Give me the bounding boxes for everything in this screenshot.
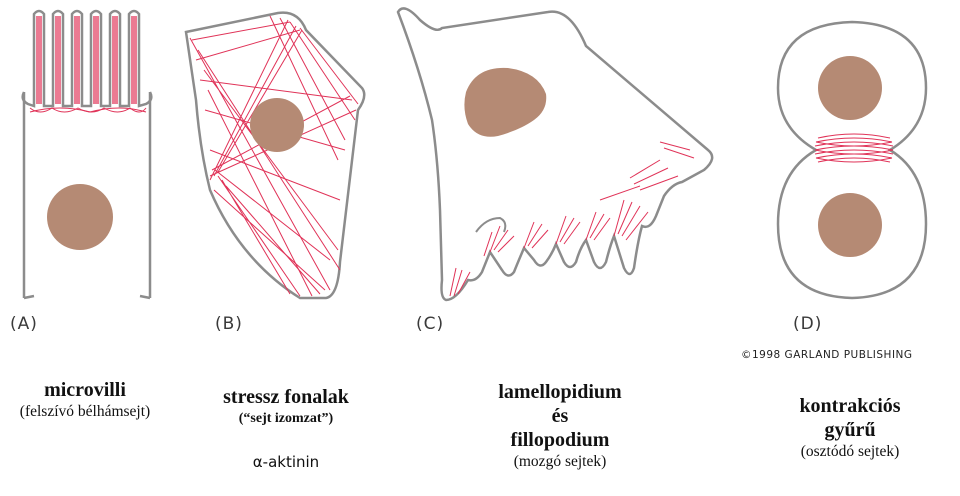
contractile-ring	[814, 133, 894, 163]
caption-b-title: stressz fonalak	[223, 386, 349, 408]
motile-cell-inner-fold	[475, 216, 507, 233]
caption-d-title-2: gyűrű	[824, 419, 876, 441]
caption-d-subtitle: (osztódó sejtek)	[800, 443, 900, 460]
caption-c-subtitle: (mozgó sejtek)	[513, 453, 607, 470]
panel-a-label: (A)	[10, 314, 38, 334]
dividing-cell-outline	[776, 20, 928, 300]
caption-d-title-1: kontrakciós	[799, 395, 901, 417]
microvilli-cell	[21, 9, 153, 300]
dividing-nucleus-bottom	[818, 193, 882, 257]
motile-cell	[396, 7, 714, 302]
panel-d-label: (D)	[793, 314, 823, 334]
filopodia-actin	[449, 141, 695, 297]
dividing-nucleus-top	[818, 56, 882, 120]
caption-c-title-2: és	[551, 405, 569, 427]
caption-a-title: microvilli	[44, 379, 126, 401]
motile-nucleus	[464, 67, 547, 137]
microvilli-nucleus	[47, 184, 113, 250]
caption-c-title-3: fillopodium	[510, 429, 610, 451]
microvilli-cell-outline	[22, 92, 152, 300]
caption-b-subtitle: (“sejt izomzat”)	[238, 411, 334, 426]
stress-fiber-cell-outline	[184, 11, 366, 300]
microvilli-outline	[21, 9, 153, 108]
dividing-cell	[776, 20, 928, 300]
stress-fiber-nucleus	[250, 98, 304, 152]
motile-cell-outline	[396, 7, 714, 302]
caption-a: microvilli (felszívó bélhámsejt)	[0, 378, 170, 422]
panel-b-label: (B)	[215, 314, 243, 334]
caption-c-title-1: lamellopidium	[498, 381, 622, 403]
microvilli-actin-bundles	[29, 16, 147, 113]
caption-a-subtitle: (felszívó bélhámsejt)	[19, 403, 151, 420]
copyright-notice: ©1998 GARLAND PUBLISHING	[741, 349, 913, 361]
panel-c-label: (C)	[416, 314, 445, 334]
caption-d: kontrakciós gyűrű (osztódó sejtek)	[760, 394, 940, 462]
stress-fiber-cell	[184, 11, 366, 300]
caption-b: stressz fonalak (“sejt izomzat”) α-aktin…	[198, 385, 374, 471]
caption-b-extra: α-aktinin	[252, 453, 320, 471]
caption-c: lamellopidium és fillopodium (mozgó sejt…	[470, 380, 650, 472]
